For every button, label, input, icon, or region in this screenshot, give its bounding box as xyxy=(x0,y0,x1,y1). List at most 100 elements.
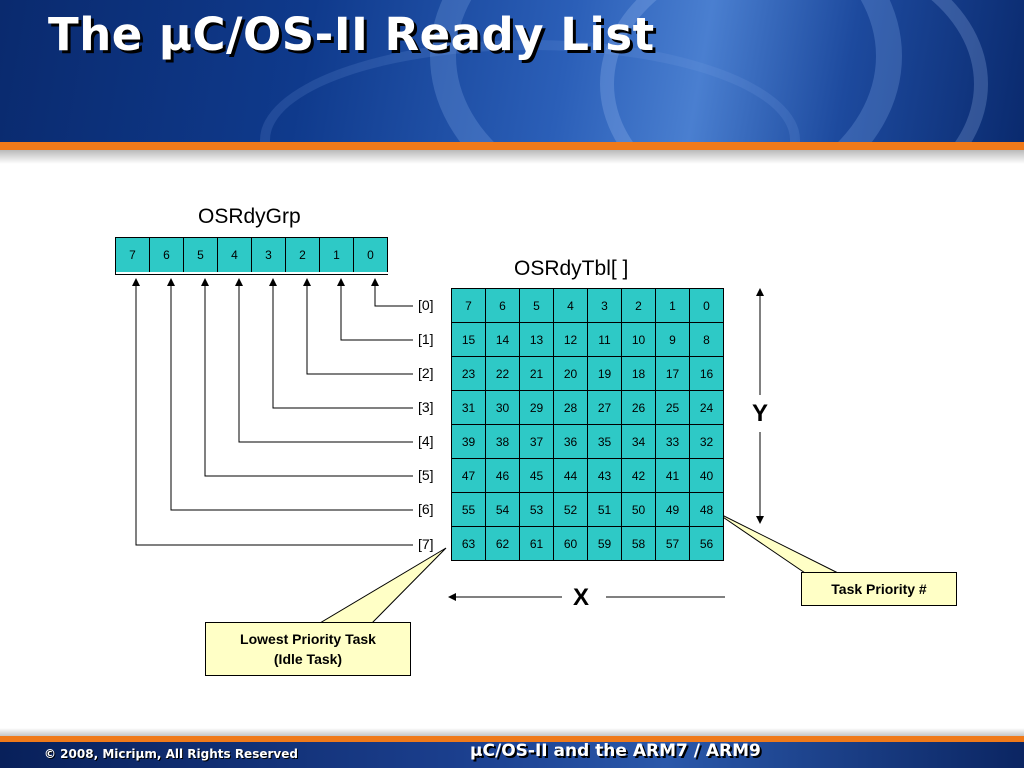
osrdytbl-cell: 17 xyxy=(656,357,689,390)
osrdytbl-cell: 60 xyxy=(554,527,587,560)
callout-pointer-task-priority xyxy=(713,510,843,576)
callout-lowest-priority-task: Lowest Priority Task (Idle Task) xyxy=(205,622,411,676)
osrdygrp-bit: 7 xyxy=(116,238,150,272)
osrdytbl-cell: 31 xyxy=(452,391,485,424)
connector-row-6 xyxy=(167,278,413,511)
osrdytbl-cell: 58 xyxy=(622,527,655,560)
osrdytbl-cell: 63 xyxy=(452,527,485,560)
header-accent-bar xyxy=(0,142,1024,150)
osrdytbl-cell: 10 xyxy=(622,323,655,356)
callout-task-priority: Task Priority # xyxy=(801,572,957,606)
osrdytbl-cell: 24 xyxy=(690,391,723,424)
osrdytbl-cell: 54 xyxy=(486,493,519,526)
osrdytbl-cell: 48 xyxy=(690,493,723,526)
header-shadow xyxy=(0,150,1024,164)
connector-row-0 xyxy=(371,278,413,307)
osrdytbl-cell: 61 xyxy=(520,527,553,560)
x-axis-label: X xyxy=(573,584,590,611)
callout-lowest-line-1: Lowest Priority Task xyxy=(240,631,376,647)
osrdytbl-cell: 3 xyxy=(588,289,621,322)
osrdytbl-cell: 22 xyxy=(486,357,519,390)
osrdytbl-cell: 30 xyxy=(486,391,519,424)
row-label: [7] xyxy=(418,536,434,552)
connector-row-2 xyxy=(303,278,413,375)
osrdytbl-cell: 53 xyxy=(520,493,553,526)
osrdytbl-cell: 38 xyxy=(486,425,519,458)
connector-row-1 xyxy=(337,278,413,341)
osrdytbl-cell: 42 xyxy=(622,459,655,492)
osrdytbl-cell: 50 xyxy=(622,493,655,526)
osrdytbl-cell: 52 xyxy=(554,493,587,526)
osrdygrp-bit: 6 xyxy=(150,238,184,272)
row-label: [0] xyxy=(418,297,434,313)
osrdytbl-cell: 37 xyxy=(520,425,553,458)
osrdytbl-cell: 9 xyxy=(656,323,689,356)
row-label: [4] xyxy=(418,433,434,449)
osrdytbl-cell: 8 xyxy=(690,323,723,356)
osrdytbl-label: OSRdyTbl[ ] xyxy=(514,257,629,280)
osrdygrp-label: OSRdyGrp xyxy=(198,205,301,228)
connector-row-4 xyxy=(235,278,413,443)
osrdytbl-cell: 26 xyxy=(622,391,655,424)
row-label: [1] xyxy=(418,331,434,347)
osrdytbl-cell: 28 xyxy=(554,391,587,424)
row-label: [5] xyxy=(418,467,434,483)
osrdytbl-cell: 1 xyxy=(656,289,689,322)
osrdytbl-cell: 23 xyxy=(452,357,485,390)
osrdytbl-cell: 59 xyxy=(588,527,621,560)
row-label: [3] xyxy=(418,399,434,415)
osrdytbl-cell: 36 xyxy=(554,425,587,458)
callout-pointer-lowest-priority xyxy=(318,547,447,624)
osrdygrp-bit: 4 xyxy=(218,238,252,272)
row-label: [2] xyxy=(418,365,434,381)
osrdygrp-bit: 0 xyxy=(354,238,388,272)
osrdytbl-cell: 5 xyxy=(520,289,553,322)
osrdytbl-cell: 11 xyxy=(588,323,621,356)
osrdytbl-cell: 13 xyxy=(520,323,553,356)
osrdytbl-cell: 51 xyxy=(588,493,621,526)
osrdytbl-cell: 45 xyxy=(520,459,553,492)
connector-row-5 xyxy=(201,278,413,477)
osrdytbl-cell: 27 xyxy=(588,391,621,424)
osrdytbl-cell: 21 xyxy=(520,357,553,390)
y-axis-label: Y xyxy=(752,400,769,427)
osrdytbl-cell: 0 xyxy=(690,289,723,322)
footer-band xyxy=(0,742,1024,768)
osrdytbl-cell: 41 xyxy=(656,459,689,492)
osrdygrp-bit: 2 xyxy=(286,238,320,272)
footer-shadow xyxy=(0,728,1024,736)
osrdytbl-cell: 33 xyxy=(656,425,689,458)
osrdytbl-cell: 40 xyxy=(690,459,723,492)
osrdytbl-cell: 25 xyxy=(656,391,689,424)
footer-copyright: © 2008, Micriµm, All Rights Reserved xyxy=(44,747,298,761)
osrdygrp-bit: 3 xyxy=(252,238,286,272)
osrdygrp-bit: 5 xyxy=(184,238,218,272)
osrdytbl-cell: 20 xyxy=(554,357,587,390)
osrdygrp-register: 7 6 5 4 3 2 1 0 xyxy=(115,237,388,275)
footer-title: µC/OS-II and the ARM7 / ARM9 xyxy=(470,741,761,761)
footer-accent-bar xyxy=(0,736,1024,742)
slide-title: The µC/OS-II Ready List xyxy=(48,8,655,61)
osrdytbl-cell: 29 xyxy=(520,391,553,424)
callout-lowest-line-2: (Idle Task) xyxy=(273,651,343,667)
osrdytbl-cell: 34 xyxy=(622,425,655,458)
osrdytbl-cell: 55 xyxy=(452,493,485,526)
row-label: [6] xyxy=(418,501,434,517)
osrdytbl-cell: 44 xyxy=(554,459,587,492)
osrdytbl-cell: 4 xyxy=(554,289,587,322)
connector-row-7 xyxy=(132,278,413,546)
osrdytbl-cell: 57 xyxy=(656,527,689,560)
osrdytbl-cell: 62 xyxy=(486,527,519,560)
osrdytbl-cell: 18 xyxy=(622,357,655,390)
connector-row-3 xyxy=(269,278,413,409)
callout-task-priority-text: Task Priority # xyxy=(831,581,927,597)
osrdytbl-cell: 43 xyxy=(588,459,621,492)
title-banner xyxy=(0,0,1024,142)
osrdytbl-cell: 49 xyxy=(656,493,689,526)
osrdytbl-cell: 39 xyxy=(452,425,485,458)
osrdytbl-cell: 7 xyxy=(452,289,485,322)
osrdytbl-cell: 12 xyxy=(554,323,587,356)
osrdytbl-cell: 19 xyxy=(588,357,621,390)
osrdytbl-cell: 47 xyxy=(452,459,485,492)
